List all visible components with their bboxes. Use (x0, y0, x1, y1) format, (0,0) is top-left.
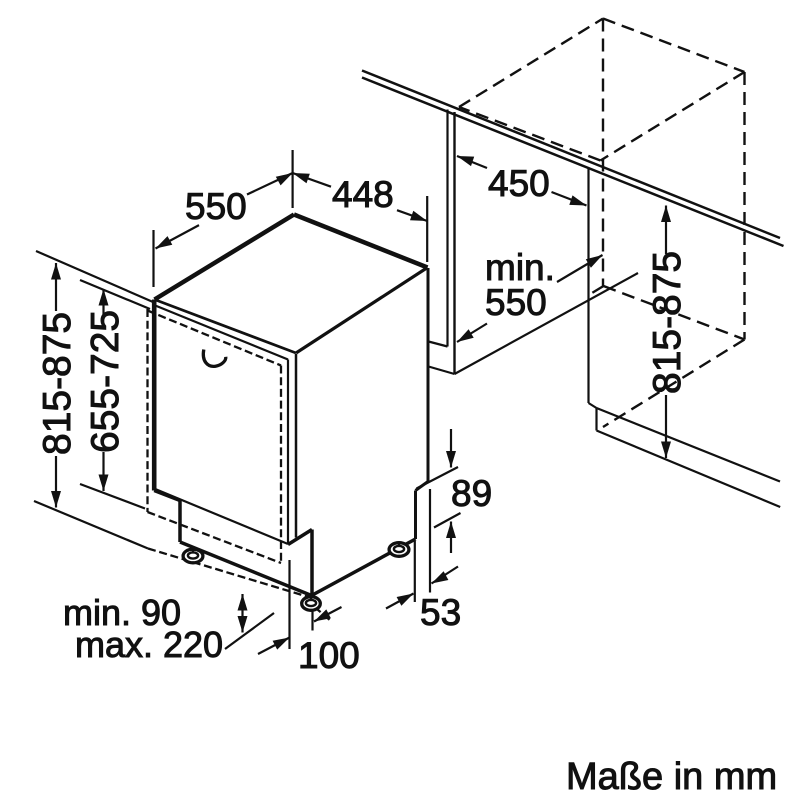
svg-text:815-875: 815-875 (36, 312, 79, 455)
svg-text:min.: min. (485, 247, 555, 288)
svg-text:100: 100 (298, 635, 360, 676)
svg-text:550: 550 (185, 186, 247, 227)
svg-text:53: 53 (420, 592, 461, 633)
svg-text:450: 450 (488, 163, 550, 204)
svg-text:655-725: 655-725 (84, 310, 127, 453)
svg-text:min. 90: min. 90 (63, 592, 181, 633)
svg-text:89: 89 (451, 473, 492, 514)
svg-text:max. 220: max. 220 (75, 624, 223, 665)
svg-text:448: 448 (332, 174, 394, 215)
svg-text:Maße in mm: Maße in mm (566, 756, 777, 798)
svg-text:550: 550 (485, 282, 547, 323)
svg-text:815-875: 815-875 (646, 251, 689, 394)
